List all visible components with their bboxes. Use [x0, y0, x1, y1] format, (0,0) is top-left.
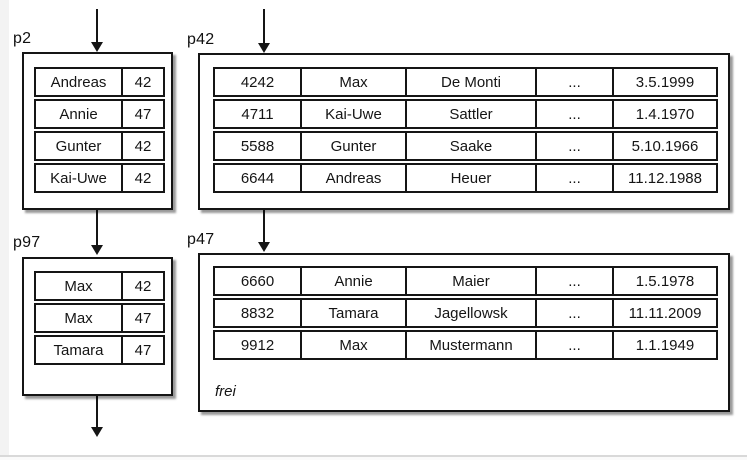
arrow-into-p2-head: [91, 42, 103, 52]
table-cell: 47: [121, 101, 163, 127]
table-cell: Max: [64, 309, 93, 327]
table-cell: 6660: [240, 272, 275, 290]
slide-bottom-edge: [0, 455, 747, 457]
table-cell: ...: [535, 332, 612, 358]
table-cell: 8832: [240, 304, 275, 322]
table-cell: 1.5.1978: [612, 268, 716, 294]
table-cell: Max: [300, 332, 405, 358]
table-cell: 3.5.1999: [612, 69, 716, 95]
table-cell: 42: [121, 165, 163, 191]
arrow-into-p2-line: [96, 9, 98, 43]
page-label-p2: p2: [13, 30, 32, 47]
table-cell: 42: [121, 273, 163, 299]
table-cell: ...: [535, 165, 612, 191]
slide-left-margin: [0, 0, 9, 455]
table-cell: Tamara: [53, 341, 104, 359]
table-cell: Tamara: [300, 300, 405, 326]
table-cell: Kai-Uwe: [300, 101, 405, 127]
page-label-p42: p42: [187, 31, 215, 48]
table-row: Kai-Uwe 42: [34, 163, 165, 193]
table-cell: ...: [535, 268, 612, 294]
arrow-into-p42-head: [258, 43, 270, 53]
table-cell: Max: [64, 277, 93, 295]
arrow-p42-to-p47-head: [258, 242, 270, 252]
page-label-p97: p97: [13, 234, 41, 251]
table-cell: Mustermann: [405, 332, 535, 358]
table-cell: Annie: [300, 268, 405, 294]
arrow-into-p42-line: [263, 9, 265, 44]
table-row: Gunter 42: [34, 131, 165, 161]
table-cell: Max: [300, 69, 405, 95]
table-cell: Gunter: [55, 137, 102, 155]
table-cell: Jagellowsk: [405, 300, 535, 326]
table-cell: 42: [121, 69, 163, 95]
table-row: Tamara 47: [34, 335, 165, 365]
table-cell: 1.4.1970: [612, 101, 716, 127]
free-space-label: frei: [215, 383, 236, 400]
table-cell: Andreas: [300, 165, 405, 191]
arrow-out-of-p97-line: [96, 396, 98, 428]
table-row: Max 47: [34, 303, 165, 333]
arrow-out-of-p97-head: [91, 427, 103, 437]
table-cell: 47: [121, 337, 163, 363]
table-cell: 47: [121, 305, 163, 331]
table-cell: ...: [535, 300, 612, 326]
table-cell: ...: [535, 133, 612, 159]
table-cell: 6644: [240, 169, 275, 187]
arrow-p42-to-p47-line: [263, 210, 265, 243]
table-cell: Gunter: [300, 133, 405, 159]
table-cell: Saake: [405, 133, 535, 159]
table-cell: Maier: [405, 268, 535, 294]
table-row: Annie 47: [34, 99, 165, 129]
table-row: Andreas 42: [34, 67, 165, 97]
table-cell: 1.1.1949: [612, 332, 716, 358]
table-cell: ...: [535, 101, 612, 127]
arrow-p2-to-p97-head: [91, 245, 103, 255]
table-cell: Kai-Uwe: [50, 169, 107, 187]
table-cell: De Monti: [405, 69, 535, 95]
table-cell: 9912: [240, 336, 275, 354]
page-label-p47: p47: [187, 231, 215, 248]
table-cell: ...: [535, 69, 612, 95]
table-cell: 42: [121, 133, 163, 159]
table-cell: Heuer: [405, 165, 535, 191]
table-cell: Andreas: [50, 73, 107, 91]
table-cell: 4711: [241, 105, 274, 123]
table-cell: 5.10.1966: [612, 133, 716, 159]
arrow-p2-to-p97-line: [96, 210, 98, 246]
table-cell: 11.11.2009: [612, 300, 716, 326]
table-cell: Sattler: [405, 101, 535, 127]
table-cell: 5588: [240, 137, 275, 155]
table-cell: 11.12.1988: [612, 165, 716, 191]
table-row: Max 42: [34, 271, 165, 301]
table-cell: Annie: [59, 105, 98, 123]
table-cell: 4242: [240, 73, 275, 91]
